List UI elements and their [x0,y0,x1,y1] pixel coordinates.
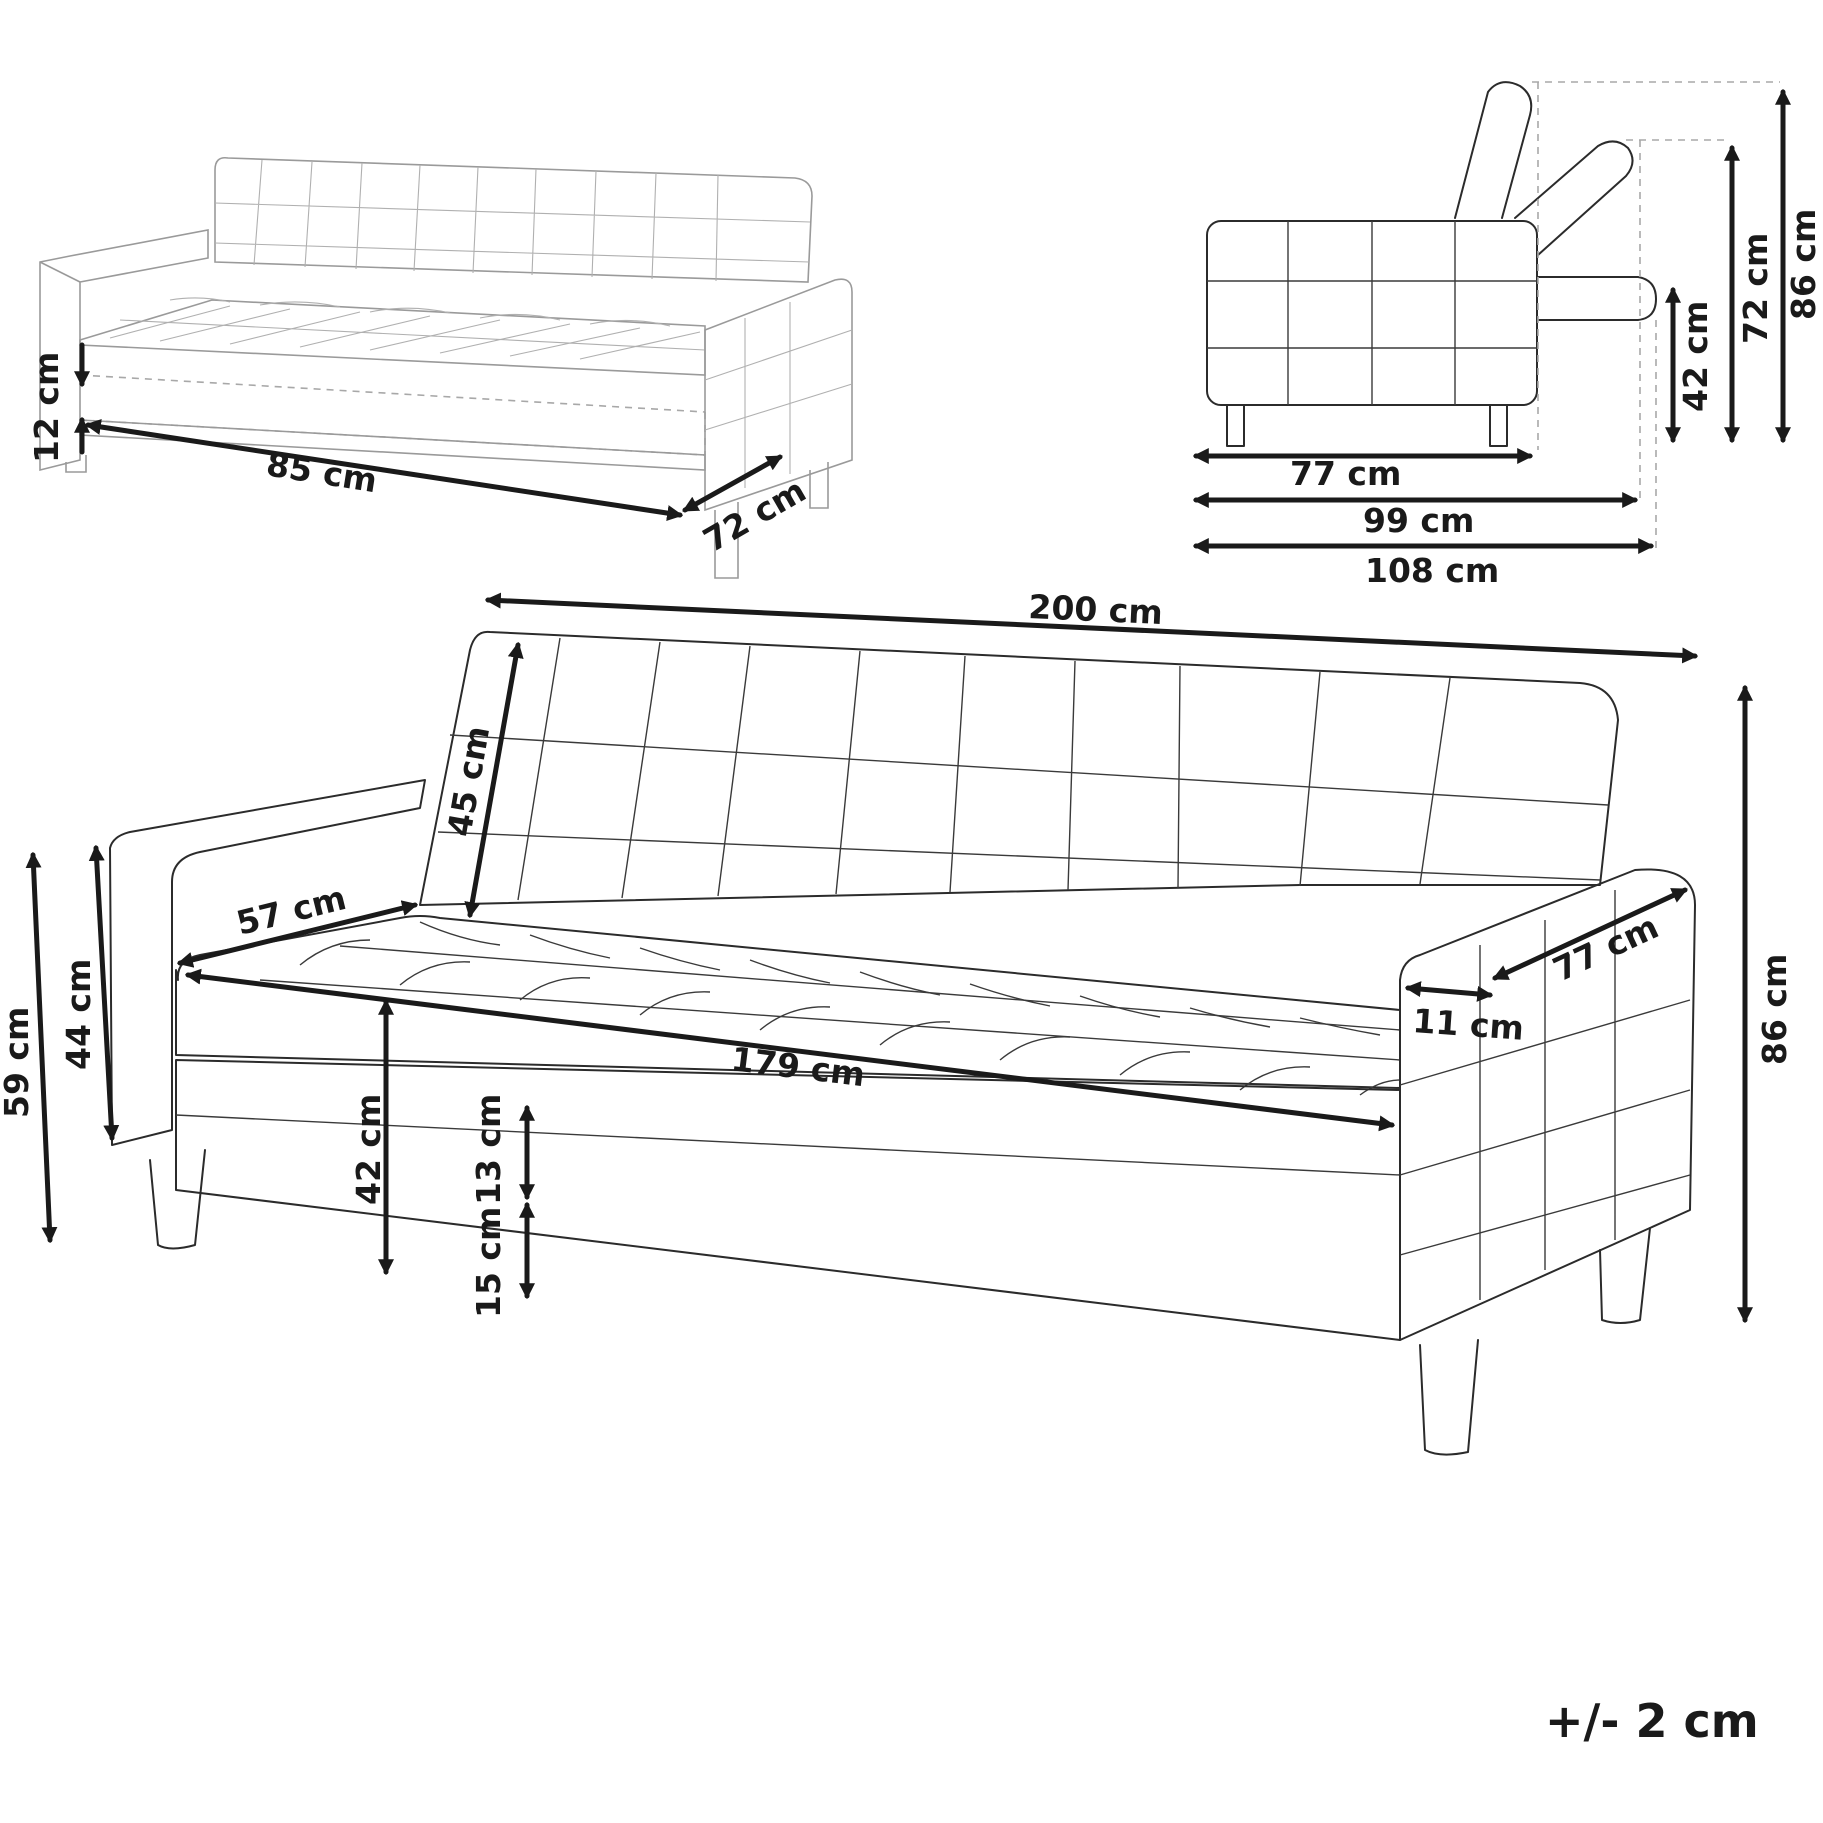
armrest-width-label: 11 cm [1411,1001,1525,1048]
backrest [419,630,1619,906]
total-height-label: 86 cm [1755,954,1794,1065]
right-armrest [1399,868,1696,1341]
armrest-depth-arrow [1492,887,1688,981]
armrest-inner-height-arrow [88,844,120,1142]
armrest-width-arrow [1404,981,1494,1002]
depth-reclined-label: 99 cm [1363,501,1474,540]
depth-label: 77 cm [1290,454,1401,493]
width-label: 72 cm [697,470,813,559]
base-height-label: 13 cm [469,1094,508,1205]
backrest-flat [1537,276,1657,321]
side-profile-dimensions: 77 cm 99 cm 108 cm 42 cm 72 cm 86 cm [1192,88,1823,590]
leg-height-label: 15 cm [469,1207,508,1318]
main-dimensions: 200 cm 45 cm 57 cm 179 cm 77 cm 11 cm 86… [0,587,1794,1324]
total-width-label: 200 cm [1028,587,1164,632]
armrest-height-label: 59 cm [0,1007,36,1118]
main-sofa-view [109,630,1696,1456]
seat-height-label: 42 cm [349,1094,388,1205]
leg-front [1226,404,1245,447]
height-flat-label: 42 cm [1676,301,1715,412]
height-reclined-label: 72 cm [1736,233,1775,344]
height-upright-label: 86 cm [1784,209,1823,320]
leg-front-right [1419,1339,1479,1456]
depth-flat-label: 108 cm [1365,551,1499,590]
leg-back [1489,404,1508,447]
armrest-depth-label: 77 cm [1547,907,1664,989]
bed-mode-dimensions: 12 cm 85 cm 72 cm [27,342,813,560]
backrest-reclined [1514,140,1634,256]
leg-back-right [1599,1227,1651,1324]
armrest-inner-height-label: 44 cm [59,959,98,1070]
total-width-arrow [484,592,1699,664]
seat-width-label: 179 cm [729,1039,867,1094]
backrest-upright [1454,81,1533,219]
width-arrow [682,454,783,513]
side-profile-view [1206,81,1780,550]
backrest-height-arrow [464,641,524,919]
leg-front-left [149,1149,206,1250]
length-arrow [84,419,684,521]
armrest-height-arrow [25,851,58,1244]
length-label: 85 cm [264,444,380,500]
tolerance-note: +/- 2 cm [1545,1694,1759,1748]
left-armrest [109,779,426,1146]
depth-drop-label: 12 cm [27,352,66,463]
seat-depth-arrow [176,900,419,968]
